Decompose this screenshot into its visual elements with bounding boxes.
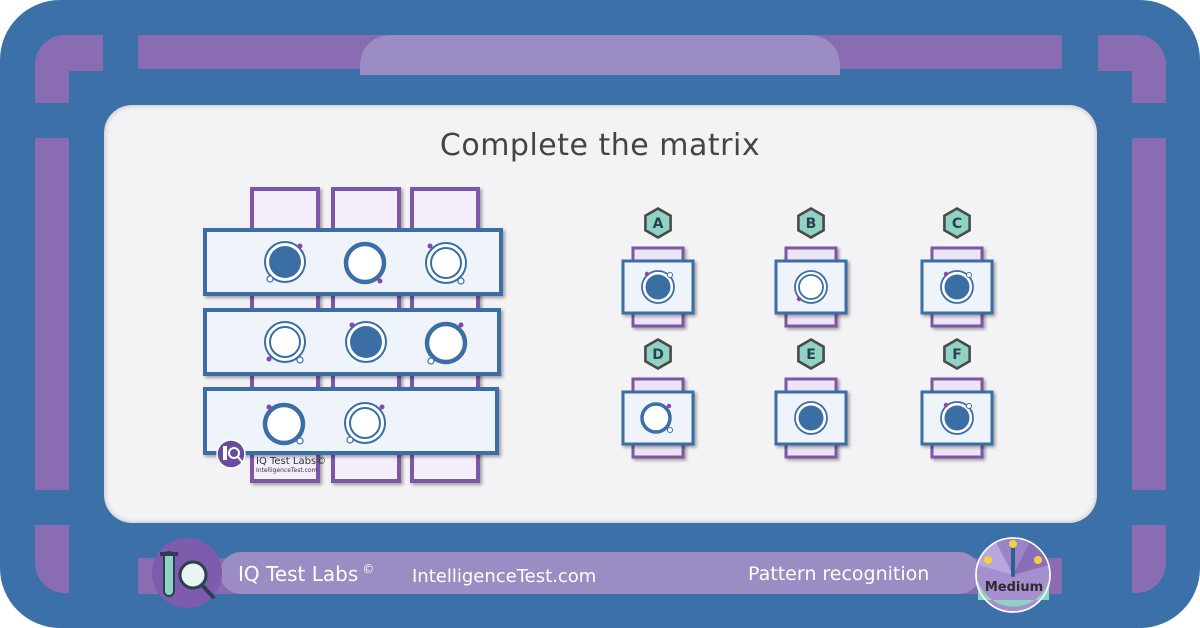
option-badge: A [644,207,672,239]
option-symbol [940,270,974,304]
option-letter: A [653,216,664,232]
option-symbol [640,402,673,434]
difficulty-gauge-icon [975,537,1051,613]
option-symbol [794,270,828,304]
matrix-cell-r2c3 [424,321,468,365]
option-card-f[interactable]: F [920,338,994,459]
matrix-cell-r2c1 [264,321,306,364]
option-card-d[interactable]: D [621,338,695,459]
option-badge: B [797,207,825,239]
option-letter: F [952,347,962,363]
option-badge: D [644,338,672,370]
left-band [35,138,69,490]
option-card-a[interactable]: A [621,207,695,328]
magnifier-tube-logo-icon [152,538,222,608]
footer-url[interactable]: IntelligenceTest.com [412,566,597,587]
matrix-cell-r2c2 [345,321,387,363]
footer-category: Pattern recognition [748,563,930,585]
watermark-logo-icon [216,439,246,469]
footer-copyright: © [362,562,375,577]
watermark-url: IntelligenceTest.com [256,467,318,474]
matrix-cell-r1c3 [425,242,467,285]
footer-brand: IQ Test Labs© [238,562,374,586]
answer-options: A B C D E F [621,207,994,459]
option-card-c[interactable]: C [920,207,994,328]
matrix-cell-r3c1 [262,402,306,446]
option-letter: E [806,347,816,363]
option-card-b[interactable]: B [774,207,848,328]
right-band [1132,138,1166,490]
top-left-corner-v [35,35,69,103]
top-band-highlight [360,35,840,75]
bottom-band-highlight [220,552,980,594]
bottom-left-corner [35,525,69,593]
option-badge: F [943,338,971,370]
puzzle-title: Complete the matrix [439,128,761,163]
difficulty-label: Medium [984,580,1044,595]
matrix-cell-r1c1 [264,241,306,283]
watermark-brand: IQ Test Labs© [256,456,327,467]
matrix-cell-r1c2 [343,241,387,285]
option-symbol [940,401,974,435]
option-letter: B [806,216,817,232]
option-card-e[interactable]: E [774,338,848,459]
matrix-cell-r3c2 [344,402,386,444]
option-symbol [794,401,828,435]
option-letter: C [952,216,962,232]
option-badge: C [943,207,971,239]
footer-brand-name: IQ Test Labs [238,562,359,586]
option-badge: E [797,338,825,370]
option-symbol [641,270,675,304]
option-letter: D [652,347,664,363]
